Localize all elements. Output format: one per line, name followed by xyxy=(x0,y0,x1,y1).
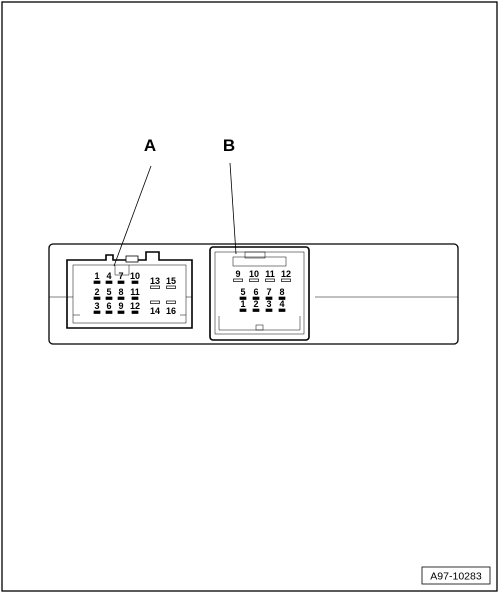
connector-a-pins: 1 2 3 4 5 6 7 8 9 10 11 12 13 14 15 16 xyxy=(94,271,176,316)
pin-a-5: 5 xyxy=(106,287,111,297)
figure-reference-label: A97-10283 xyxy=(430,571,482,583)
pin-b-4: 4 xyxy=(279,299,284,309)
connector-b xyxy=(209,246,310,341)
pin-a-4-mark xyxy=(105,280,113,284)
pin-a-1: 1 xyxy=(94,271,99,281)
pin-a-3: 3 xyxy=(94,301,99,311)
pin-b-6-mark xyxy=(252,296,260,300)
pin-a-10: 10 xyxy=(130,271,140,281)
pin-b-6: 6 xyxy=(253,287,258,297)
pin-a-8: 8 xyxy=(118,287,123,297)
pin-b-9-mark xyxy=(233,278,243,282)
pin-b-11: 11 xyxy=(265,269,275,279)
pin-b-5: 5 xyxy=(240,287,245,297)
pin-a-4: 4 xyxy=(106,271,111,281)
pin-a-16: 16 xyxy=(166,306,176,316)
pin-a-2-mark xyxy=(93,296,101,300)
pin-b-2: 2 xyxy=(253,299,258,309)
figure-reference: A97-10283 xyxy=(421,566,491,585)
pin-b-7: 7 xyxy=(266,287,271,297)
pin-a-7-mark xyxy=(117,280,125,284)
pin-a-1-mark xyxy=(93,280,101,284)
pin-b-3: 3 xyxy=(266,299,271,309)
pin-a-13: 13 xyxy=(150,276,160,286)
pin-a-12: 12 xyxy=(130,301,140,311)
pin-a-14-mark xyxy=(150,300,160,304)
pin-b-8: 8 xyxy=(279,287,284,297)
pin-a-15: 15 xyxy=(166,276,176,286)
pin-marks xyxy=(93,278,291,314)
pin-a-15-mark xyxy=(166,285,176,289)
connector-b-pins: 1 2 3 4 5 6 7 8 9 10 11 12 xyxy=(235,269,291,309)
pin-b-12: 12 xyxy=(281,269,291,279)
leader-line-b xyxy=(229,162,237,255)
pin-b-10: 10 xyxy=(249,269,259,279)
pin-b-2-mark xyxy=(252,308,260,312)
pin-a-12-mark xyxy=(131,310,139,314)
pin-b-4-mark xyxy=(278,308,286,312)
pin-a-6: 6 xyxy=(106,301,111,311)
pin-a-3-mark xyxy=(93,310,101,314)
pin-b-1: 1 xyxy=(240,299,245,309)
pin-b-10-mark xyxy=(249,278,259,282)
pin-a-9: 9 xyxy=(118,301,123,311)
pin-a-16-mark xyxy=(166,300,176,304)
pin-b-1-mark xyxy=(239,308,247,312)
pin-a-8-mark xyxy=(117,296,125,300)
pin-b-8-mark xyxy=(278,296,286,300)
pin-b-12-mark xyxy=(281,278,291,282)
pin-b-7-mark xyxy=(265,296,273,300)
pin-b-5-mark xyxy=(239,296,247,300)
pin-a-10-mark xyxy=(131,280,139,284)
pin-b-11-mark xyxy=(265,278,275,282)
connector-a xyxy=(66,251,193,329)
pin-b-3-mark xyxy=(265,308,273,312)
pin-a-9-mark xyxy=(117,310,125,314)
pin-a-6-mark xyxy=(105,310,113,314)
callout-b: B xyxy=(223,136,235,155)
pin-a-11-mark xyxy=(131,296,139,300)
pin-a-7: 7 xyxy=(118,271,123,281)
pin-b-9: 9 xyxy=(235,269,240,279)
pin-a-14: 14 xyxy=(150,306,160,316)
pin-a-11: 11 xyxy=(130,287,140,297)
pin-a-2: 2 xyxy=(94,287,99,297)
pin-a-5-mark xyxy=(105,296,113,300)
leader-line-a xyxy=(113,165,152,267)
pin-a-13-mark xyxy=(150,285,160,289)
callout-a: A xyxy=(144,136,156,155)
